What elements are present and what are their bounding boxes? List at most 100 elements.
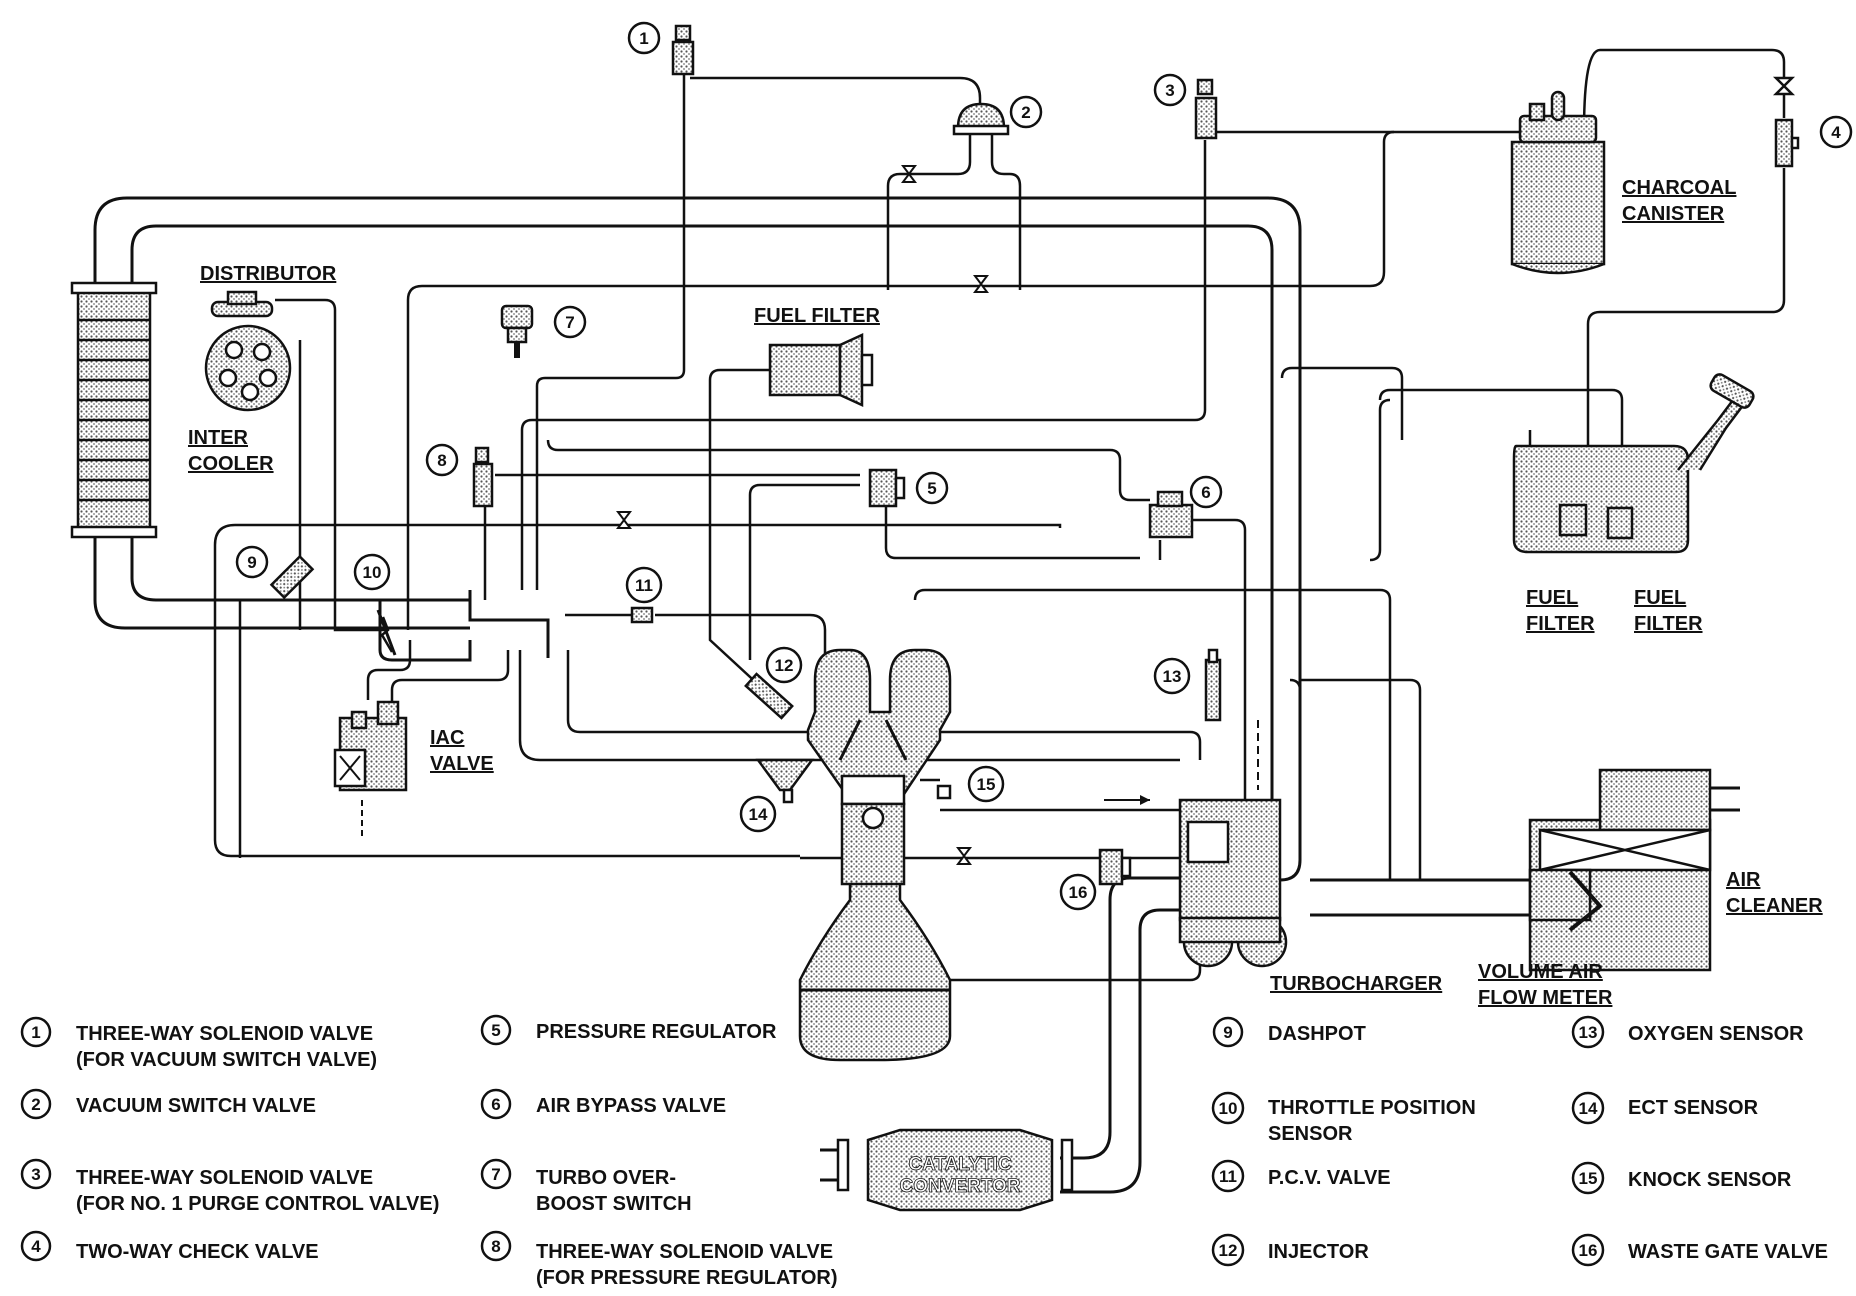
throttle-body	[376, 590, 550, 662]
legend-item-8: 8 THREE-WAY SOLENOID VALVE(FOR PRESSURE …	[480, 1230, 838, 1289]
svg-text:8: 8	[437, 451, 446, 470]
iac-valve	[333, 640, 510, 836]
hose-network	[93, 48, 1786, 1194]
label-turbocharger: TURBOCHARGER	[1270, 973, 1443, 995]
svg-text:10: 10	[363, 563, 382, 582]
label-cooler: COOLER	[188, 453, 274, 475]
svg-text:12: 12	[775, 656, 794, 675]
waste-gate-valve	[1098, 848, 1132, 886]
svg-text:3: 3	[1165, 81, 1174, 100]
svg-text:2: 2	[31, 1095, 40, 1114]
legend-item-15: 15 KNOCK SENSOR	[1571, 1161, 1792, 1195]
label-convertor: CONVERTOR	[899, 1176, 1020, 1197]
svg-text:OXYGEN SENSOR: OXYGEN SENSOR	[1628, 1023, 1804, 1045]
volume-air-flow-meter	[1528, 868, 1603, 932]
callout-7: 7	[553, 305, 587, 339]
pressure-regulator	[868, 468, 906, 508]
label-air: AIR	[1726, 869, 1761, 891]
svg-text:11: 11	[635, 576, 653, 595]
label-charcoal: CHARCOAL	[1622, 177, 1736, 199]
svg-text:WASTE GATE VALVE: WASTE GATE VALVE	[1628, 1241, 1828, 1263]
svg-text:BOOST SWITCH: BOOST SWITCH	[536, 1193, 692, 1215]
charcoal-canister	[1510, 90, 1606, 275]
two-way-check-valve	[1772, 76, 1800, 168]
legend-item-4: 4 TWO-WAY CHECK VALVE	[20, 1230, 319, 1263]
callout-15: 15	[967, 765, 1005, 803]
intercooler	[70, 281, 158, 539]
fuel-tank	[1512, 373, 1755, 554]
knock-sensor	[936, 784, 952, 800]
three-way-solenoid-valve-3	[1194, 78, 1218, 140]
svg-text:TURBO OVER-: TURBO OVER-	[536, 1167, 676, 1189]
legend-item-2: 2 VACUUM SWITCH VALVE	[20, 1088, 316, 1120]
svg-text:14: 14	[749, 805, 768, 824]
label-volume-air: VOLUME AIR	[1478, 961, 1603, 983]
pcv-valve	[630, 606, 654, 624]
label-fuel-filter-a-1: FUEL	[1526, 587, 1578, 609]
label-iac-valve: VALVE	[430, 753, 494, 775]
dashpot	[269, 554, 315, 600]
legend-item-14: 14 ECT SENSOR	[1571, 1091, 1759, 1125]
svg-text:(FOR PRESSURE REGULATOR): (FOR PRESSURE REGULATOR)	[536, 1267, 838, 1289]
label-air-cleaner: CLEANER	[1726, 895, 1823, 917]
svg-text:INJECTOR: INJECTOR	[1268, 1241, 1369, 1263]
callout-5: 5	[915, 471, 949, 505]
air-bypass-valve	[1148, 490, 1194, 539]
svg-text:(FOR VACUUM SWITCH VALVE): (FOR VACUUM SWITCH VALVE)	[76, 1049, 377, 1071]
label-catalytic: CATALYTIC	[908, 1154, 1011, 1175]
svg-text:DASHPOT: DASHPOT	[1268, 1023, 1366, 1045]
label-fuel-filter: FUEL FILTER	[754, 305, 880, 327]
svg-text:P.C.V. VALVE: P.C.V. VALVE	[1268, 1167, 1391, 1189]
svg-text:8: 8	[491, 1237, 500, 1256]
svg-text:6: 6	[1201, 483, 1210, 502]
distributor	[204, 290, 292, 412]
svg-text:9: 9	[247, 553, 256, 572]
svg-text:9: 9	[1223, 1023, 1232, 1042]
svg-text:TWO-WAY CHECK VALVE: TWO-WAY CHECK VALVE	[76, 1241, 319, 1263]
legend-item-9: 9 DASHPOT	[1212, 1016, 1366, 1048]
svg-text:PRESSURE REGULATOR: PRESSURE REGULATOR	[536, 1021, 777, 1043]
svg-text:THREE-WAY SOLENOID VALVE: THREE-WAY SOLENOID VALVE	[76, 1023, 373, 1045]
label-fuel-filter-b-2: FILTER	[1634, 613, 1703, 635]
callout-3: 3	[1153, 73, 1187, 107]
callout-8: 8	[425, 443, 459, 477]
ect-sensor	[755, 758, 815, 804]
svg-text:(FOR NO. 1 PURGE CONTROL VALVE: (FOR NO. 1 PURGE CONTROL VALVE)	[76, 1193, 439, 1215]
oxygen-sensor	[1204, 648, 1222, 722]
legend-item-6: 6 AIR BYPASS VALVE	[480, 1088, 726, 1120]
callout-1: 1	[627, 21, 661, 55]
svg-text:10: 10	[1219, 1099, 1238, 1118]
svg-text:1: 1	[31, 1023, 40, 1042]
label-iac: IAC	[430, 727, 464, 749]
callout-markers: 1 2 3 4 5 6 7 8 9 10 11 12 13 14 15 16	[235, 21, 1853, 911]
svg-text:5: 5	[927, 479, 936, 498]
air-cleaner	[1528, 768, 1740, 972]
svg-text:4: 4	[31, 1237, 41, 1256]
label-distributor: DISTRIBUTOR	[200, 263, 337, 285]
svg-text:2: 2	[1021, 103, 1030, 122]
svg-text:12: 12	[1219, 1241, 1238, 1260]
svg-text:7: 7	[491, 1165, 500, 1184]
svg-text:THROTTLE POSITION: THROTTLE POSITION	[1268, 1097, 1476, 1119]
label-fuel-filter-b-1: FUEL	[1634, 587, 1686, 609]
svg-text:13: 13	[1579, 1023, 1598, 1042]
legend: 1 THREE-WAY SOLENOID VALVE (FOR VACUUM SW…	[20, 1014, 1828, 1289]
legend-item-13: 13 OXYGEN SENSOR	[1571, 1015, 1804, 1049]
svg-text:SENSOR: SENSOR	[1268, 1123, 1353, 1145]
legend-item-10: 10 THROTTLE POSITION SENSOR	[1211, 1091, 1476, 1145]
svg-text:4: 4	[1831, 123, 1841, 142]
callout-14: 14	[739, 795, 777, 833]
legend-item-5: 5 PRESSURE REGULATOR	[480, 1014, 777, 1046]
svg-text:13: 13	[1163, 667, 1182, 686]
label-inter: INTER	[188, 427, 249, 449]
callout-4: 4	[1819, 115, 1853, 149]
svg-text:15: 15	[1579, 1169, 1598, 1188]
svg-text:AIR BYPASS VALVE: AIR BYPASS VALVE	[536, 1095, 726, 1117]
legend-item-1: 1 THREE-WAY SOLENOID VALVE (FOR VACUUM SW…	[20, 1016, 377, 1071]
turbo-overboost-switch	[500, 304, 534, 358]
label-flow-meter: FLOW METER	[1478, 987, 1613, 1009]
catalytic-converter	[836, 1128, 1074, 1212]
svg-text:7: 7	[565, 313, 574, 332]
svg-text:5: 5	[491, 1021, 500, 1040]
